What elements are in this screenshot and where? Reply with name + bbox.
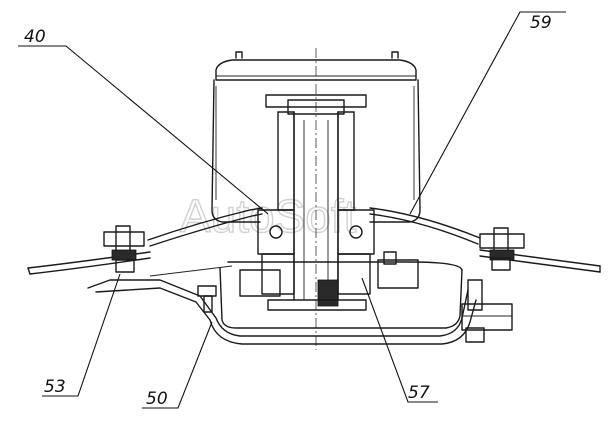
leader-40	[18, 45, 269, 215]
leader-59	[409, 11, 566, 215]
callout-57: 57	[408, 383, 430, 403]
right-bolt	[479, 227, 525, 271]
leader-53	[42, 273, 121, 397]
leader-50	[142, 321, 213, 409]
left-bolt	[103, 225, 145, 273]
callout-50: 50	[146, 389, 168, 409]
callout-40: 40	[24, 27, 46, 47]
watermark-text: AutoSoft	[180, 190, 357, 242]
lower-housing	[87, 251, 513, 345]
callout-59: 59	[530, 13, 552, 33]
callout-53: 53	[44, 377, 66, 397]
leader-57	[361, 277, 438, 403]
central-hub	[257, 94, 375, 311]
